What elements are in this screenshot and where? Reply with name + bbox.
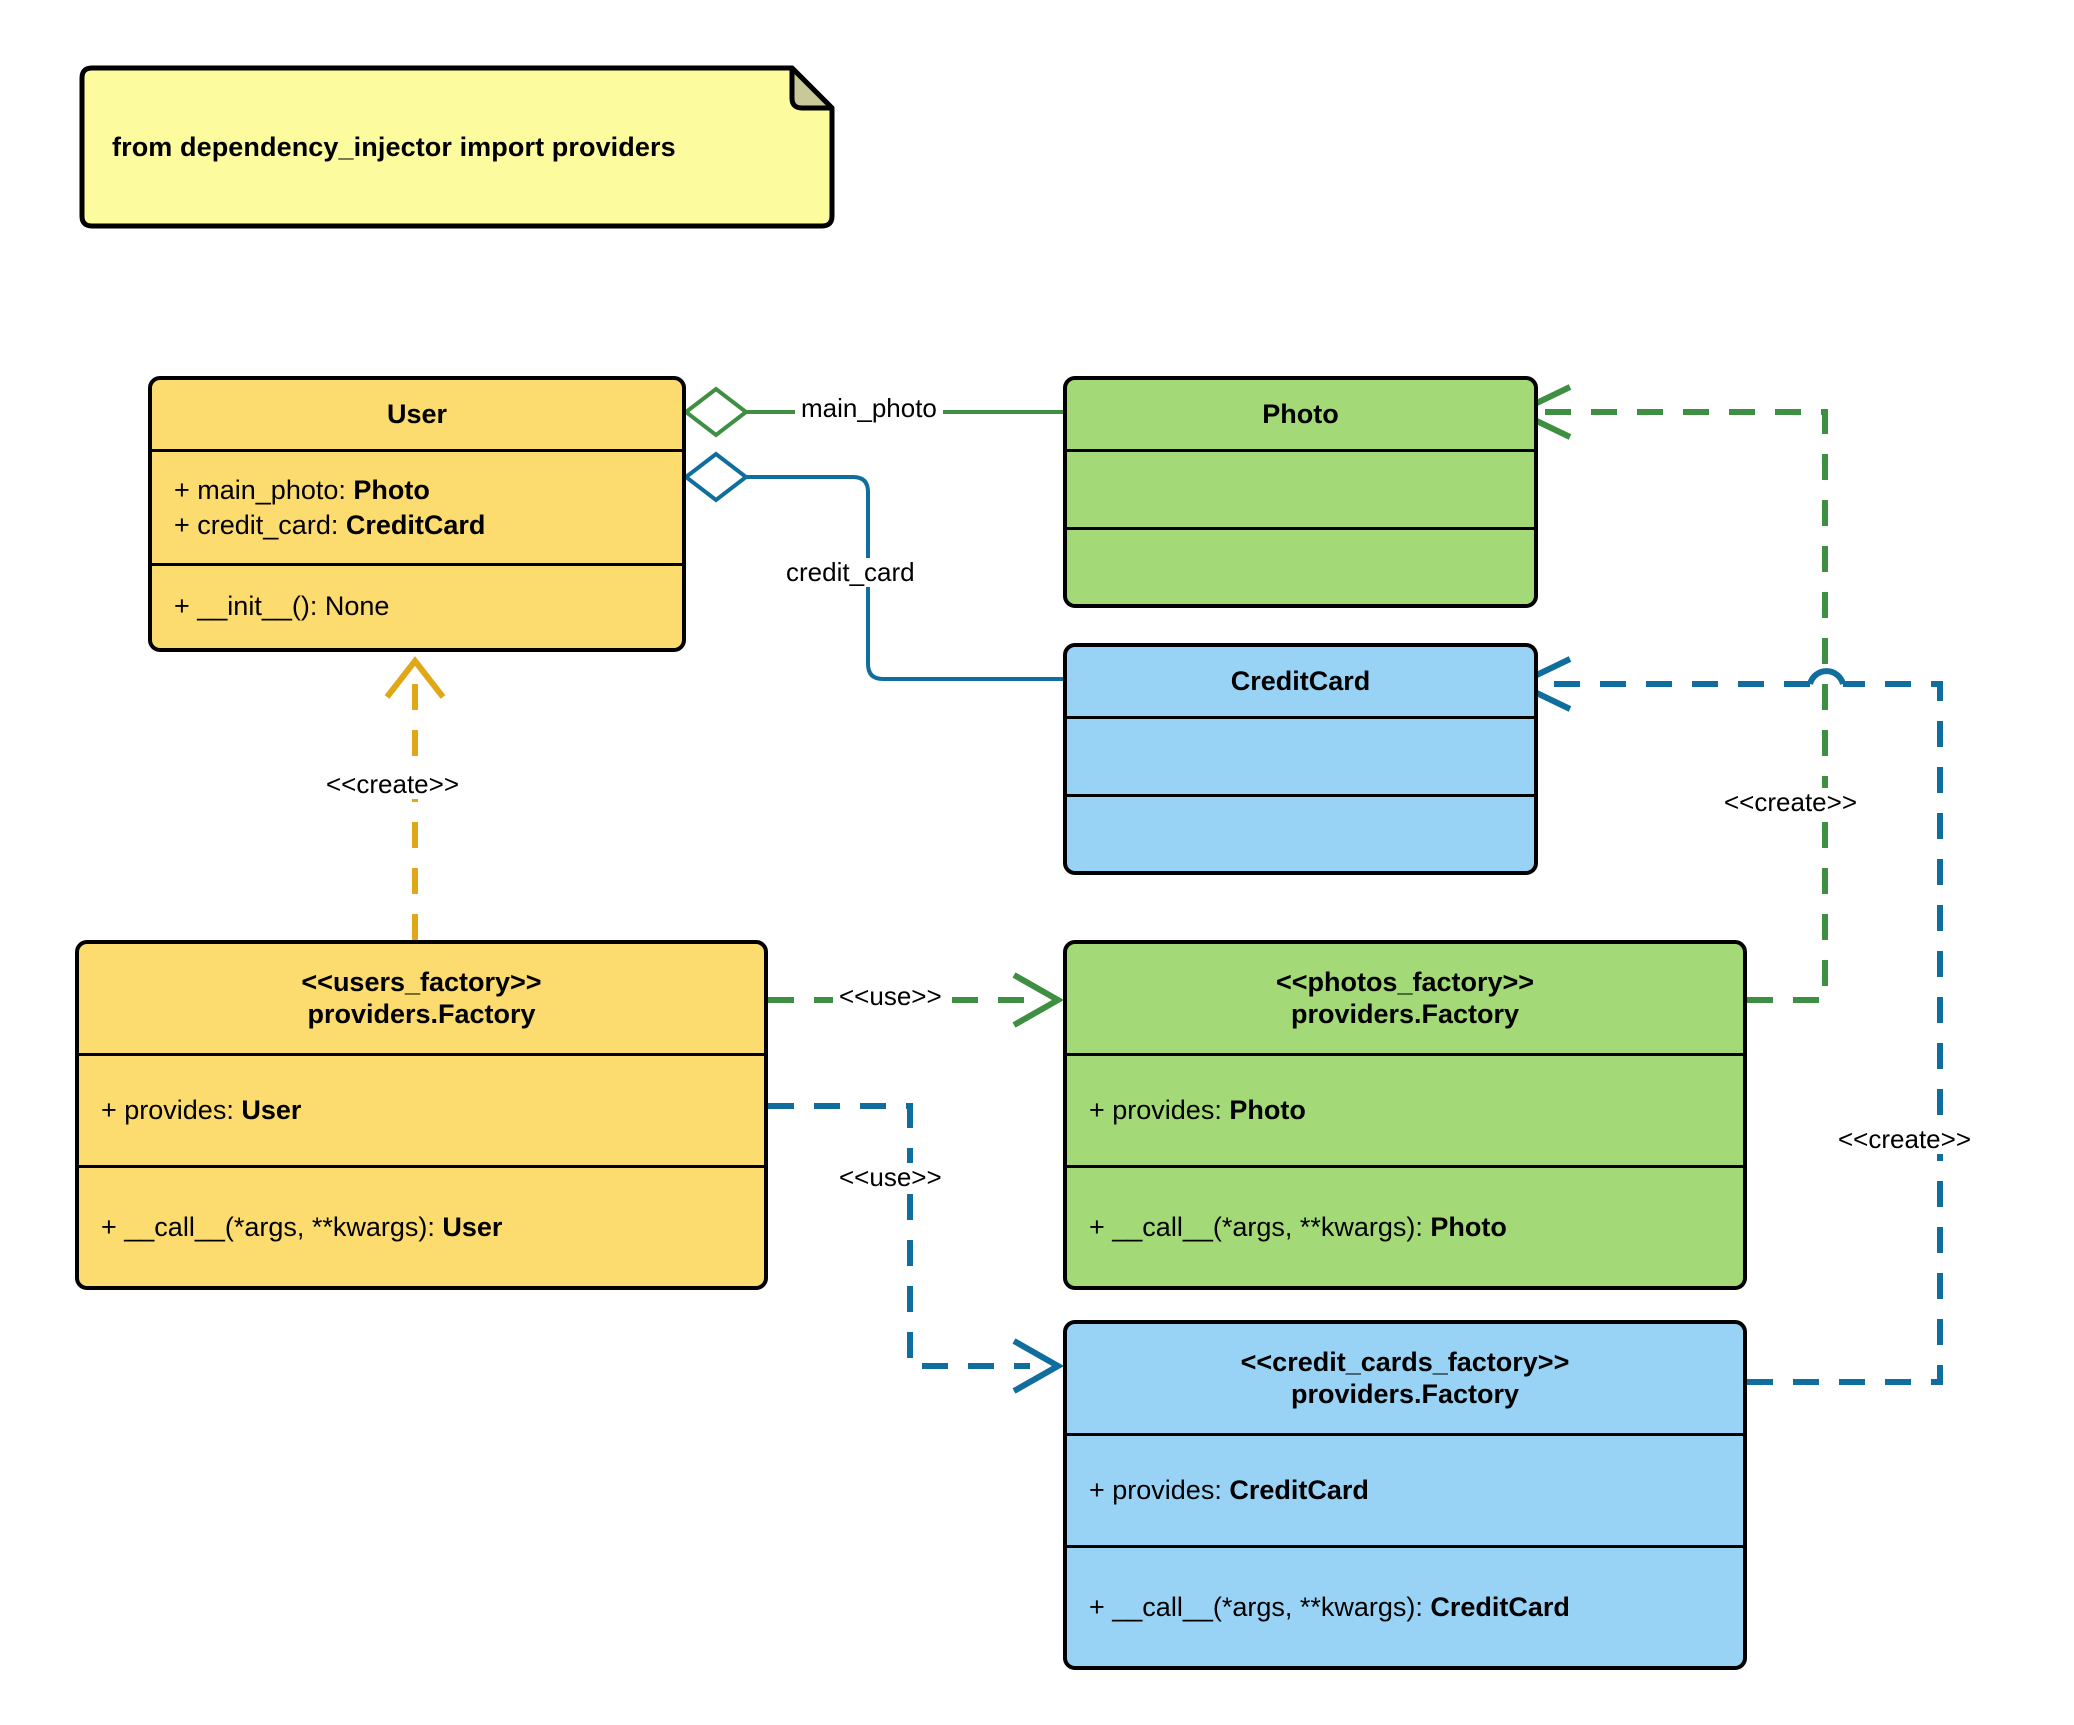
class-user-title: User <box>386 398 448 429</box>
class-user-method: + __init__(): None <box>152 589 682 624</box>
class-user-methods: + __init__(): None <box>152 566 682 646</box>
edge-use-credit-cards-factory <box>768 1103 1065 1394</box>
class-credit-cards-factory-method: + __call__(*args, **kwargs): CreditCard <box>1067 1590 1743 1625</box>
attr-type: User <box>241 1095 302 1126</box>
edge-label-use-credit-cards-factory: <<use>> <box>833 1163 948 1192</box>
note-text: from dependency_injector import provider… <box>112 131 676 162</box>
method-type: Photo <box>1430 1212 1507 1243</box>
class-photos-factory-methods: + __call__(*args, **kwargs): Photo <box>1067 1168 1743 1286</box>
method-type: CreditCard <box>1430 1592 1570 1623</box>
note-import-statement: from dependency_injector import provider… <box>82 68 832 226</box>
class-users-factory-header: <<users_factory>> providers.Factory <box>79 944 764 1056</box>
class-box-users-factory[interactable]: <<users_factory>> providers.Factory + pr… <box>75 940 768 1290</box>
class-photo-header: Photo <box>1067 380 1534 452</box>
class-photos-factory-stereotype: <<photos_factory>> <box>1275 966 1535 997</box>
method-signature: + __init__(): None <box>174 590 390 621</box>
edge-label-create-photo: <<create>> <box>1718 788 1863 817</box>
class-box-photo[interactable]: Photo <box>1063 376 1538 608</box>
class-credit-card-header: CreditCard <box>1067 647 1534 719</box>
class-credit-card-methods <box>1067 797 1534 871</box>
class-photos-factory-title: providers.Factory <box>1290 998 1520 1029</box>
edge-label-use-photos-factory: <<use>> <box>833 982 948 1011</box>
attr-prefix: + provides: <box>1089 1095 1230 1126</box>
class-credit-cards-factory-title: providers.Factory <box>1290 1378 1520 1409</box>
method-prefix: + __call__(*args, **kwargs): <box>1089 1212 1431 1243</box>
class-photos-factory-attribute: + provides: Photo <box>1067 1093 1743 1128</box>
class-credit-cards-factory-stereotype: <<credit_cards_factory>> <box>1240 1346 1570 1377</box>
class-credit-cards-factory-attributes: + provides: CreditCard <box>1067 1436 1743 1548</box>
class-credit-card-attributes <box>1067 719 1534 797</box>
class-users-factory-attributes: + provides: User <box>79 1056 764 1168</box>
edge-label-create-user: <<create>> <box>320 770 465 799</box>
edge-create-user <box>384 656 446 940</box>
class-user-attribute: + credit_card: CreditCard <box>152 508 682 543</box>
class-photos-factory-header: <<photos_factory>> providers.Factory <box>1067 944 1743 1056</box>
method-prefix: + __call__(*args, **kwargs): <box>1089 1592 1431 1623</box>
class-users-factory-stereotype: <<users_factory>> <box>301 966 542 997</box>
attr-prefix: + provides: <box>1089 1475 1230 1506</box>
edge-label-credit-card: credit_card <box>780 558 921 587</box>
class-users-factory-method: + __call__(*args, **kwargs): User <box>79 1210 764 1245</box>
attr-prefix: + provides: <box>101 1095 242 1126</box>
attr-type: CreditCard <box>345 509 486 540</box>
class-user-attribute: + main_photo: Photo <box>152 473 682 508</box>
edge-create-photo <box>1511 384 1828 1003</box>
class-box-credit-cards-factory[interactable]: <<credit_cards_factory>> providers.Facto… <box>1063 1320 1747 1670</box>
class-credit-cards-factory-attribute: + provides: CreditCard <box>1067 1473 1743 1508</box>
class-photo-methods <box>1067 530 1534 604</box>
class-box-photos-factory[interactable]: <<photos_factory>> providers.Factory + p… <box>1063 940 1747 1290</box>
method-type: User <box>442 1212 503 1243</box>
class-credit-cards-factory-methods: + __call__(*args, **kwargs): CreditCard <box>1067 1548 1743 1666</box>
class-photos-factory-method: + __call__(*args, **kwargs): Photo <box>1067 1210 1743 1245</box>
attr-prefix: + main_photo: <box>174 474 354 505</box>
class-users-factory-title: providers.Factory <box>307 998 536 1029</box>
edge-label-main-photo: main_photo <box>795 394 943 423</box>
class-user-attributes: + main_photo: Photo + credit_card: Credi… <box>152 452 682 566</box>
class-users-factory-methods: + __call__(*args, **kwargs): User <box>79 1168 764 1286</box>
class-photos-factory-attributes: + provides: Photo <box>1067 1056 1743 1168</box>
class-photo-attributes <box>1067 452 1534 530</box>
class-credit-cards-factory-header: <<credit_cards_factory>> providers.Facto… <box>1067 1324 1743 1436</box>
class-user-header: User <box>152 380 682 452</box>
attr-prefix: + credit_card: <box>174 509 346 540</box>
attr-type: CreditCard <box>1229 1475 1369 1506</box>
class-users-factory-attribute: + provides: User <box>79 1093 764 1128</box>
class-credit-card-title: CreditCard <box>1230 665 1371 696</box>
attr-type: Photo <box>1229 1095 1306 1126</box>
method-prefix: + __call__(*args, **kwargs): <box>101 1212 443 1243</box>
class-box-user[interactable]: User + main_photo: Photo + credit_card: … <box>148 376 686 652</box>
edge-label-create-credit-card: <<create>> <box>1832 1125 1977 1154</box>
class-photo-title: Photo <box>1262 398 1339 429</box>
attr-type: Photo <box>353 474 430 505</box>
class-box-credit-card[interactable]: CreditCard <box>1063 643 1538 875</box>
